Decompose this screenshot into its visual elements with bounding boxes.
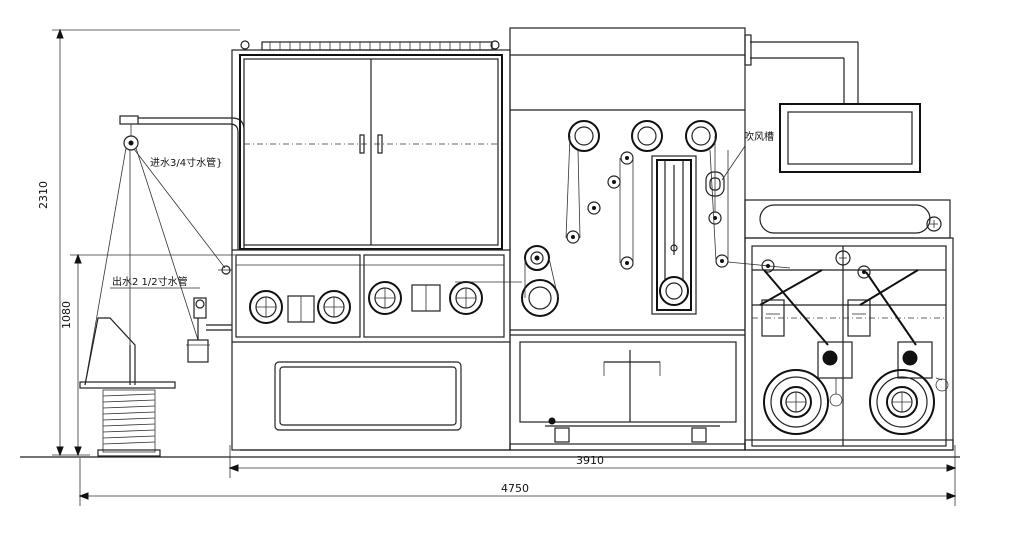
dimension-overall-height-label: 2310 [37, 181, 50, 209]
dimension-inner-width [228, 445, 957, 478]
blower-label: 吹风槽 [744, 130, 774, 143]
water-outlet-fitting [186, 297, 232, 363]
water-inlet-label: 进水3/4寸水管} [150, 156, 222, 169]
dimension-inner-width-label: 3910 [576, 454, 604, 467]
middle-cabinet [455, 27, 791, 451]
right-take-up-unit [744, 34, 954, 451]
dimension-lower-height [70, 253, 235, 457]
dimension-overall-width [78, 458, 957, 506]
water-inlet-fitting [218, 265, 232, 275]
dimension-overall-width-label: 4750 [501, 482, 529, 495]
dimension-overall-height [52, 28, 240, 457]
dimension-lower-height-label: 1080 [60, 301, 73, 329]
water-outlet-label: 出水2 1/2寸水管 [112, 275, 188, 288]
left-cabinet [231, 40, 511, 451]
